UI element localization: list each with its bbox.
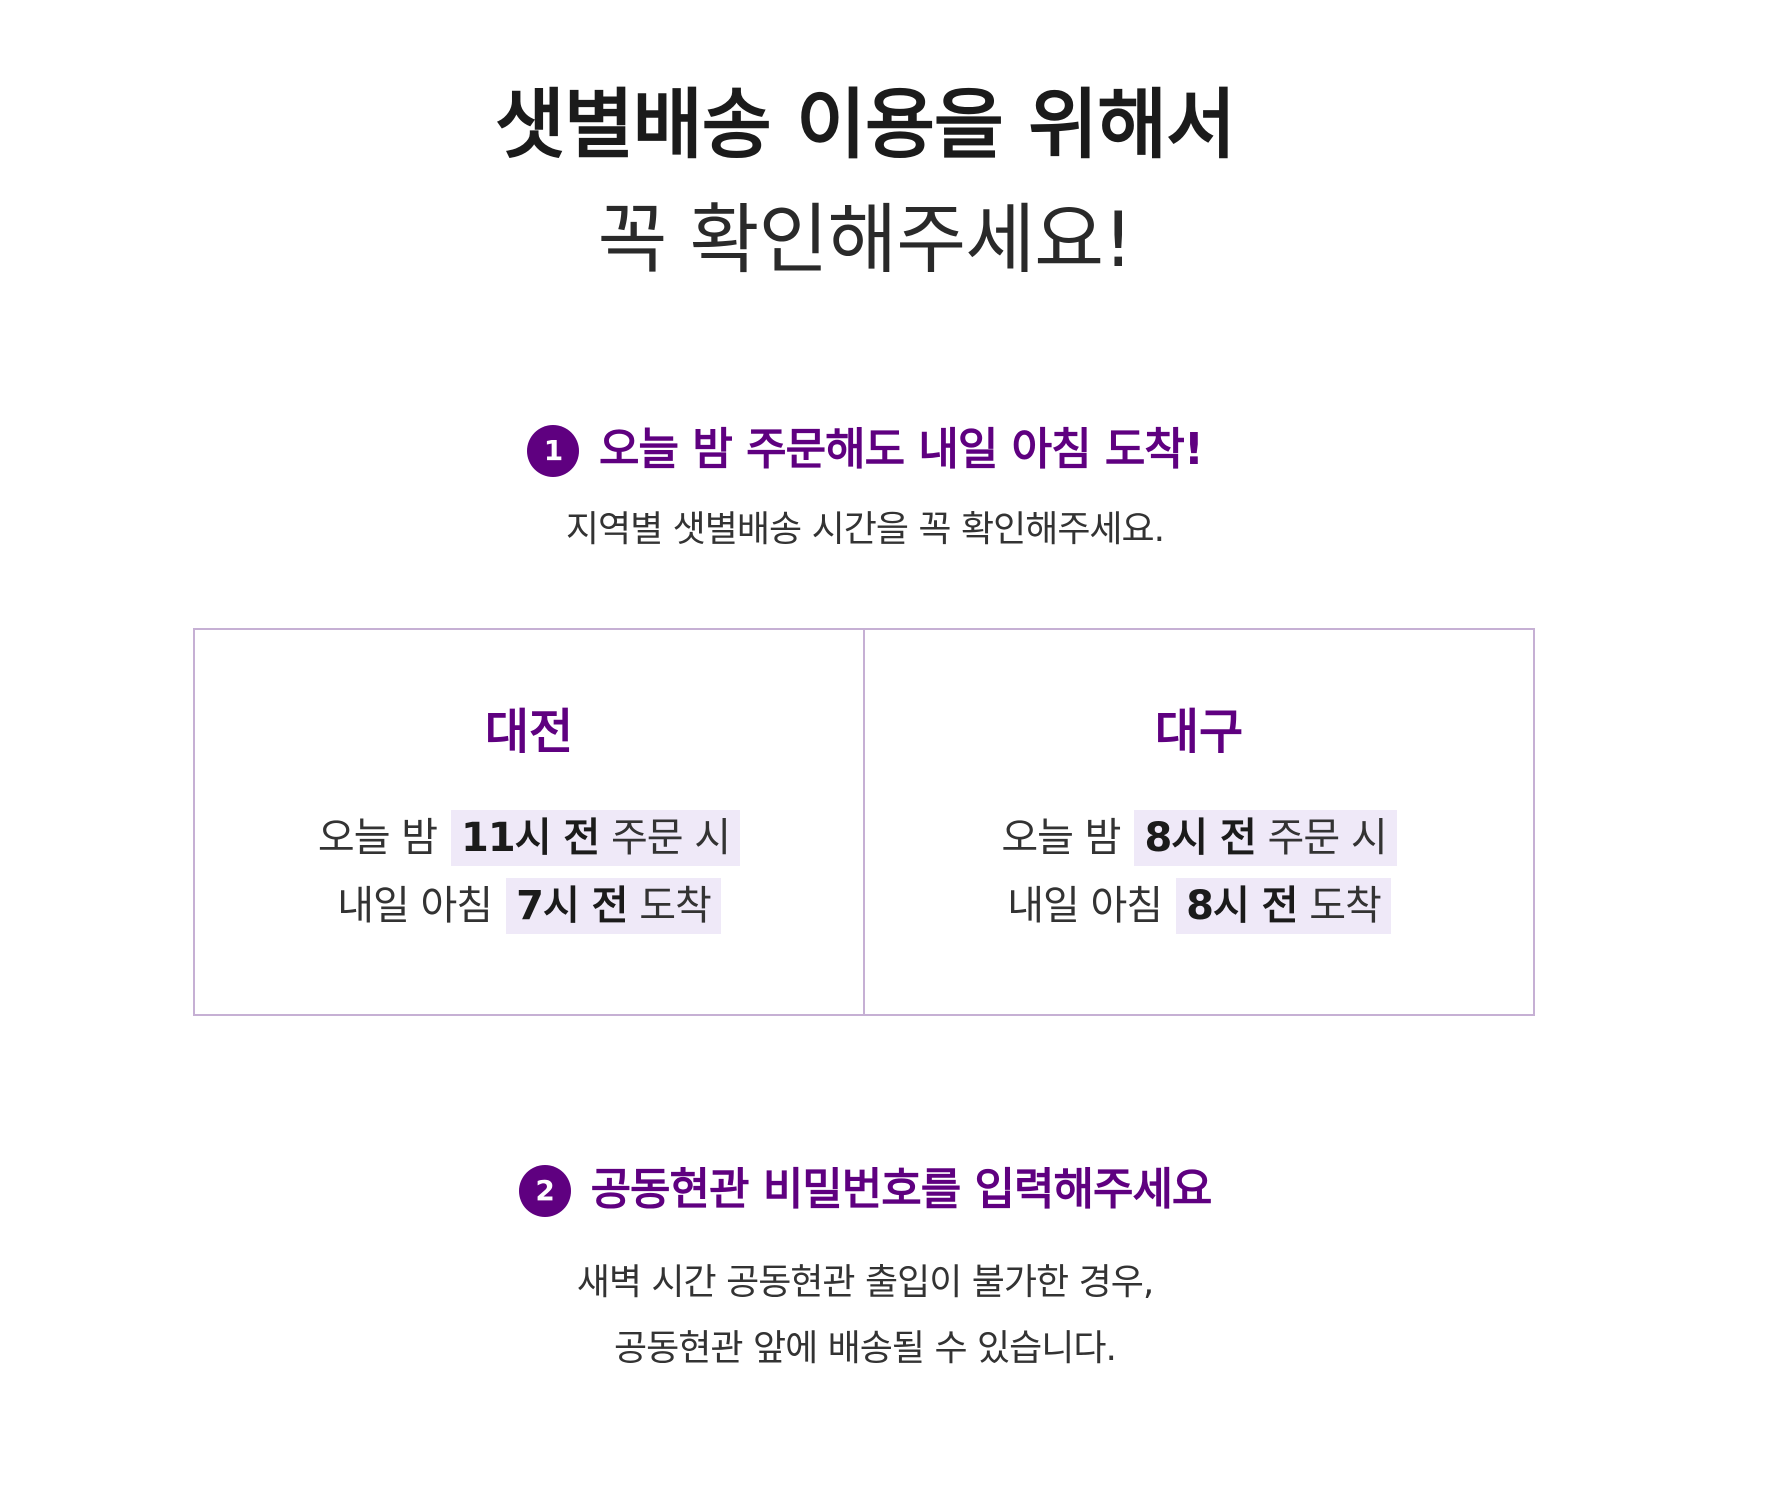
region-name: 대구 [1154,704,1244,760]
section-1-description: 지역별 샛별배송 시간을 꼭 확인해주세요. [0,497,1730,563]
section-2-heading: 2 공동현관 비밀번호를 입력해주세요 [0,1160,1730,1220]
arrival-time: 8시 전 [1186,883,1298,929]
page-title: 샛별배송 이용을 위해서 [494,80,1236,169]
order-suffix: 주문 시 [1267,815,1388,861]
region-card-daejeon: 대전 오늘 밤 11시 전 주문 시 내일 아침 7시 전 도착 [195,630,863,1014]
arrival-time: 7시 전 [516,883,628,929]
step-1-badge: 1 [527,425,580,477]
order-prefix: 오늘 밤 [317,815,438,861]
order-deadline-line: 오늘 밤 8시 전 주문 시 [865,810,1533,866]
order-deadline-line: 오늘 밤 11시 전 주문 시 [195,810,863,866]
order-time: 11시 전 [461,815,600,861]
order-time-highlight: 11시 전 주문 시 [451,810,741,866]
region-schedule-table: 대전 오늘 밤 11시 전 주문 시 내일 아침 7시 전 도착 대구 오늘 밤 8시… [193,628,1535,1016]
section-1-title: 오늘 밤 주문해도 내일 아침 도착! [599,424,1204,475]
order-time: 8시 전 [1144,815,1256,861]
section-2-desc-line-1: 새벽 시간 공동현관 출입이 불가한 경우, [576,1262,1155,1303]
section-1-desc-line: 지역별 샛별배송 시간을 꼭 확인해주세요. [565,509,1165,550]
section-1-heading: 1 오늘 밤 주문해도 내일 아침 도착! [0,420,1730,480]
arrival-time-line: 내일 아침 7시 전 도착 [195,878,863,934]
arrival-prefix: 내일 아침 [337,883,493,929]
region-card-daegu: 대구 오늘 밤 8시 전 주문 시 내일 아침 8시 전 도착 [863,630,1533,1014]
region-name: 대전 [484,704,574,760]
section-2-description: 새벽 시간 공동현관 출입이 불가한 경우, 공동현관 앞에 배송될 수 있습니… [0,1250,1730,1382]
arrival-suffix: 도착 [639,883,712,929]
section-2-desc-line-2: 공동현관 앞에 배송될 수 있습니다. [614,1328,1117,1369]
arrival-time-line: 내일 아침 8시 전 도착 [865,878,1533,934]
section-2-title: 공동현관 비밀번호를 입력해주세요 [590,1164,1213,1215]
arrival-time-highlight: 7시 전 도착 [506,878,721,934]
order-time-highlight: 8시 전 주문 시 [1134,810,1397,866]
step-2-badge: 2 [518,1165,571,1217]
arrival-suffix: 도착 [1309,883,1382,929]
order-prefix: 오늘 밤 [1001,815,1121,861]
arrival-prefix: 내일 아침 [1007,883,1163,929]
page-subtitle: 꼭 확인해주세요! [597,195,1133,284]
arrival-time-highlight: 8시 전 도착 [1176,878,1391,934]
order-suffix: 주문 시 [610,815,731,861]
